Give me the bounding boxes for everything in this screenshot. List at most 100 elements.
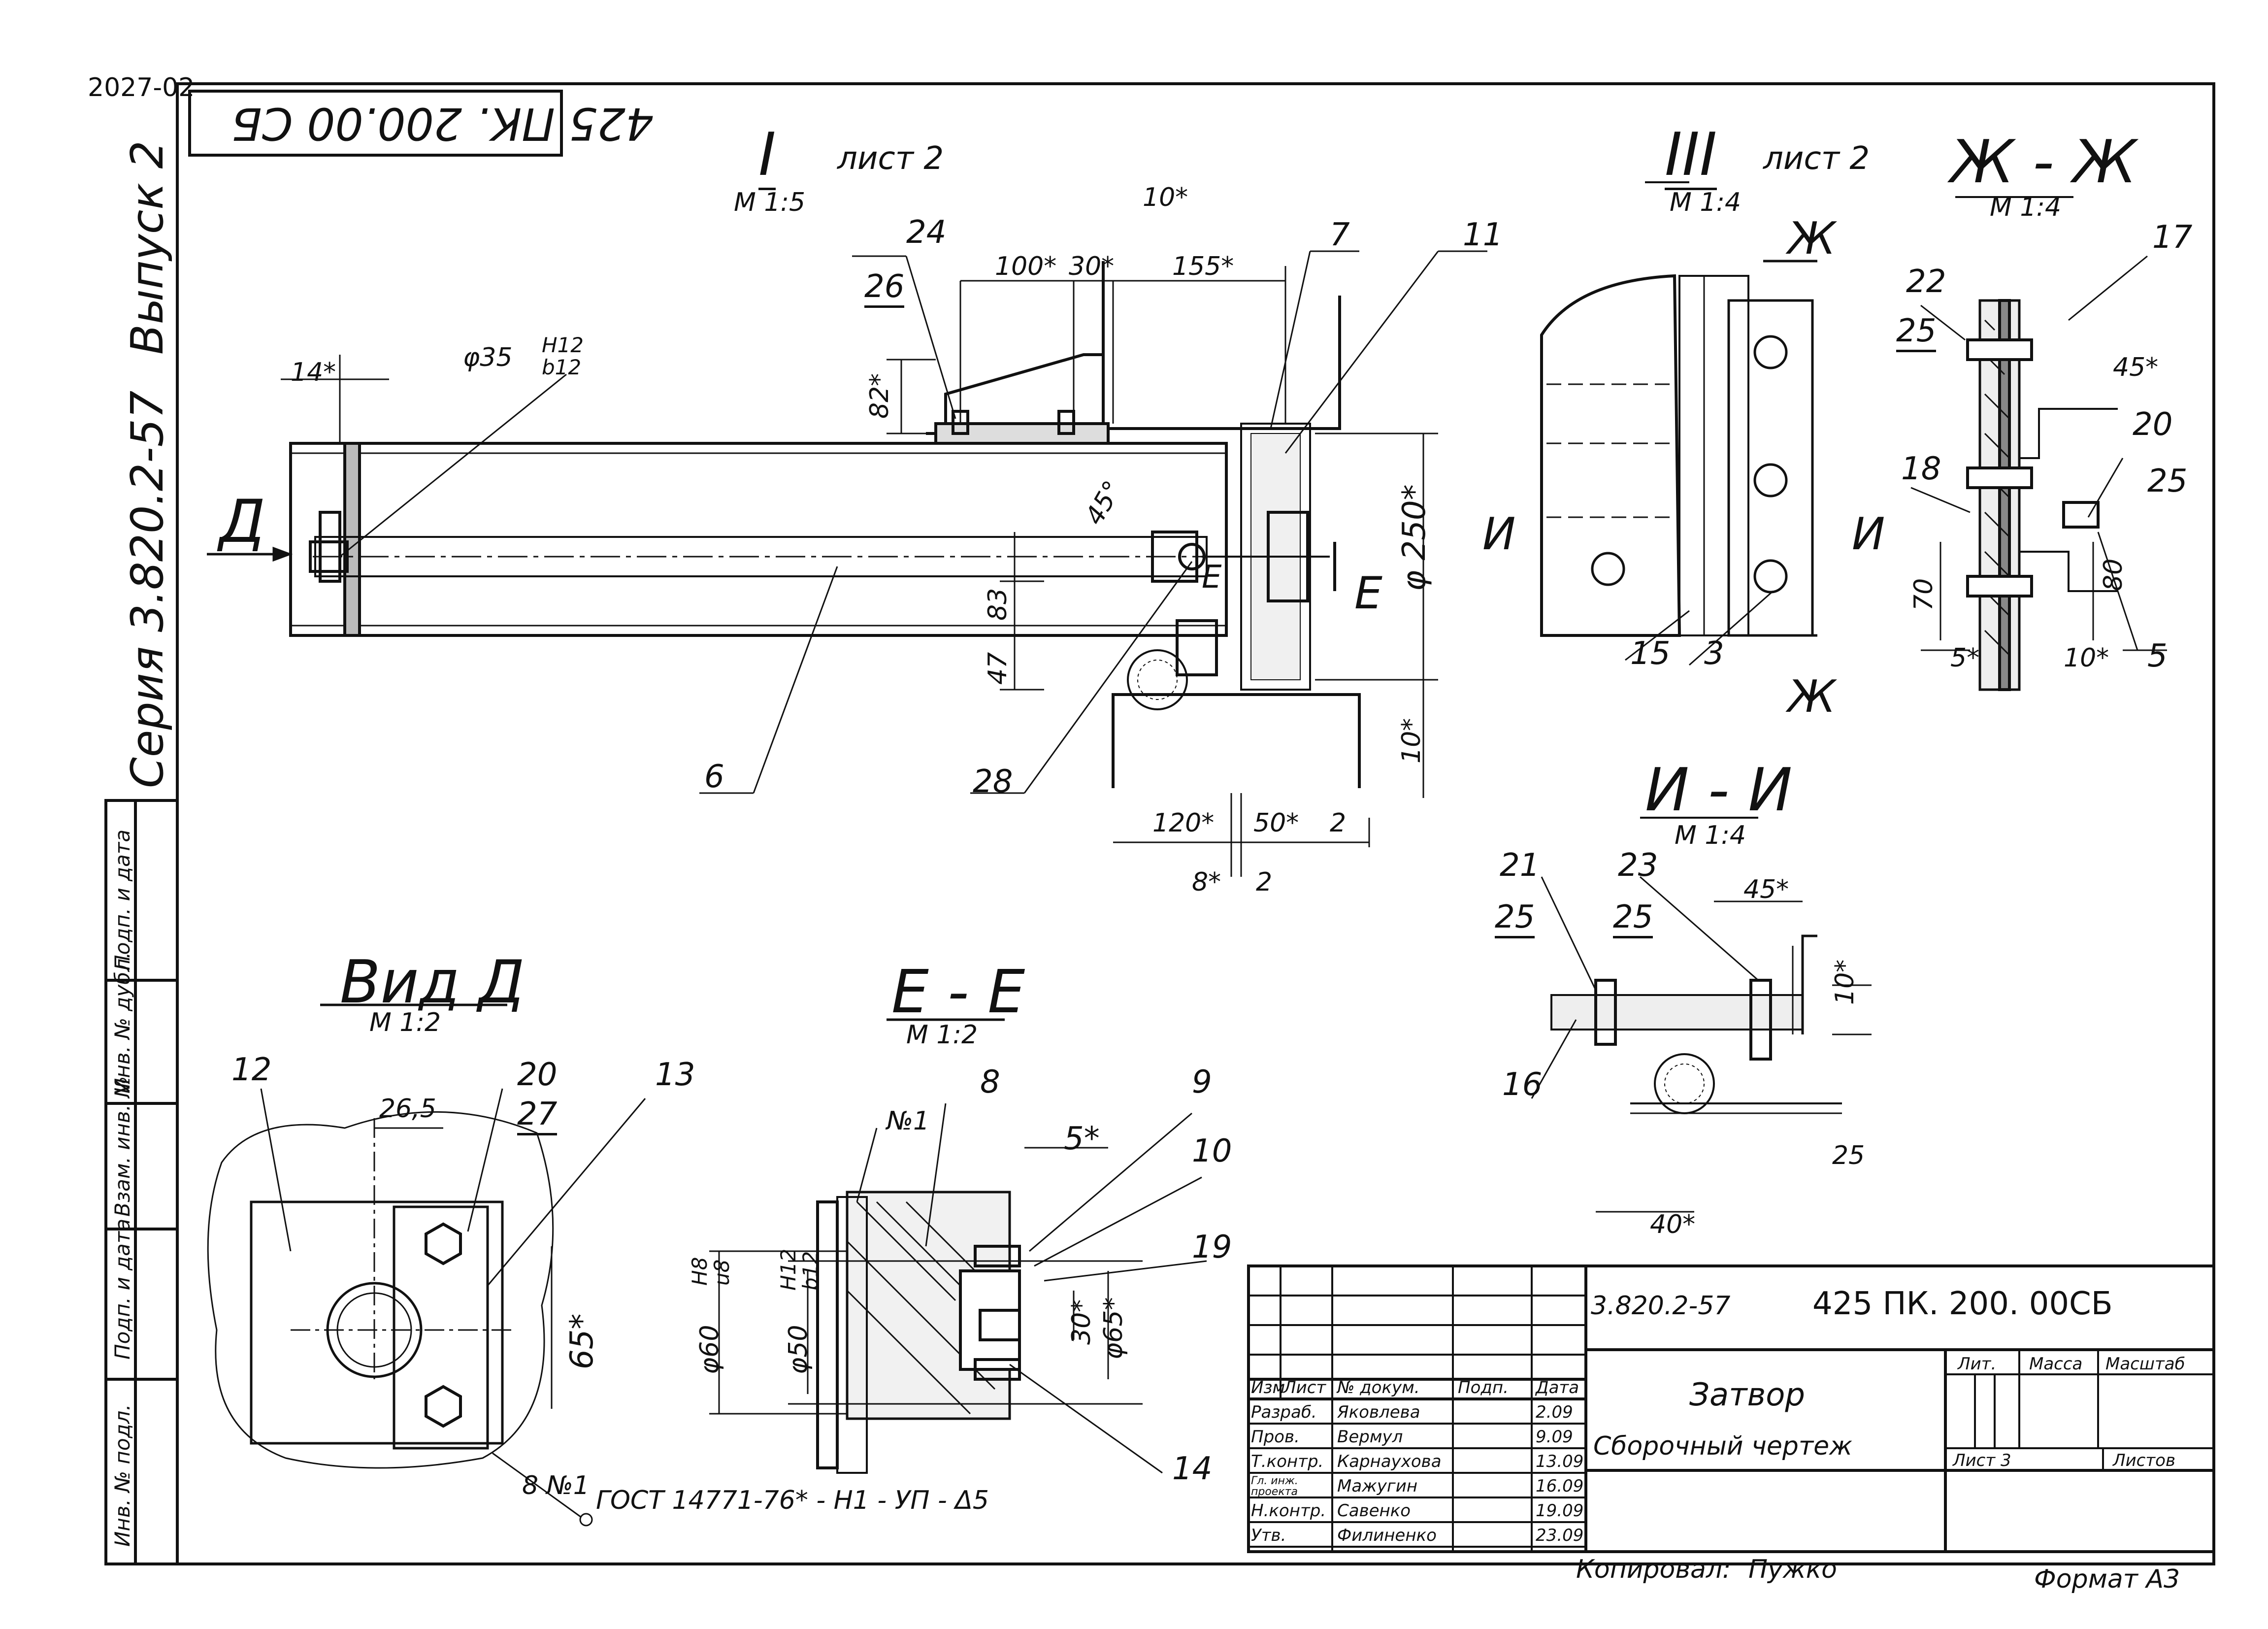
vid-callout-20: 20 <box>517 1057 558 1093</box>
ee-callout-10: 10 <box>1192 1133 1232 1169</box>
cut-mark-i-left: И <box>1482 508 1516 560</box>
tb-massa: Масса <box>2029 1354 2083 1374</box>
sheet-code: 2027-02 <box>88 73 195 102</box>
title-block-lines <box>1247 1264 2215 1553</box>
section-mark-E-right: Е <box>1354 567 1382 619</box>
ee-callout-14: 14 <box>1172 1451 1213 1487</box>
main-view-geometry <box>289 261 1361 788</box>
zh-callout-5: 5 <box>2147 638 2168 674</box>
ii-callout-25a: 25 <box>1495 901 1535 938</box>
dim-83: 83 <box>983 588 1013 621</box>
dim-100: 100* <box>995 252 1057 281</box>
tb-code-series: 3.820.2-57 <box>1591 1291 1731 1321</box>
dim-10-top: 10* <box>1143 183 1188 212</box>
view-III-ref: лист 2 <box>1763 140 1870 177</box>
ii-dim-25: 25 <box>1832 1141 1865 1170</box>
weld-gost-note: ГОСТ 14771-76* - Н1 - УП - Δ5 <box>596 1486 989 1515</box>
callout-3: 3 <box>1704 635 1724 672</box>
format-label: Формат А3 <box>2034 1564 2180 1594</box>
view-E-E-scale: М 1:2 <box>906 1020 978 1050</box>
view-ii-scale: М 1:4 <box>1675 821 1746 850</box>
dim-120: 120* <box>1152 808 1215 838</box>
tb-person: Савенко <box>1337 1501 1411 1521</box>
dim-50: 50* <box>1253 808 1299 838</box>
zh-callout-25a: 25 <box>1896 315 1937 352</box>
zh-callout-20: 20 <box>2133 406 2173 443</box>
main-view-dimensions <box>207 266 1438 877</box>
callout-11: 11 <box>1463 217 1503 253</box>
strip-label-inv-podl: Инв. № подл. <box>110 1404 134 1547</box>
ee-fit-h8: H8 <box>688 1257 712 1286</box>
inverted-stamp-box <box>188 90 563 157</box>
vid-callout-27: 27 <box>517 1098 558 1135</box>
dim-155: 155* <box>1172 252 1234 281</box>
strip-label-vzam-inv: Взам. инв. № <box>110 1076 134 1217</box>
left-strip-frame <box>104 799 179 1565</box>
view-D-geometry <box>207 1003 646 1527</box>
strip-label-podp-data-2: Подп. и дата <box>110 829 134 970</box>
tb-hdr-izm: Изм <box>1251 1378 1285 1397</box>
vid-callout-12: 12 <box>231 1052 272 1088</box>
zh-callout-22: 22 <box>1906 264 1946 300</box>
ee-dim-dia65: φ65* <box>1099 1297 1128 1360</box>
tb-scale: Масштаб <box>2105 1354 2185 1374</box>
tb-date: 19.09 <box>1536 1501 1584 1521</box>
tb-person: Вермул <box>1337 1427 1403 1447</box>
view-ii-geometry <box>1531 817 1872 1213</box>
ee-fit-h12: H12 <box>776 1248 800 1291</box>
tb-person: Мажугин <box>1337 1476 1418 1496</box>
dim-2a: 2 <box>1330 808 1347 838</box>
tb-role: Гл. инж. проекта <box>1251 1475 1298 1498</box>
callout-26: 26 <box>864 271 905 308</box>
zh-dim-80: 80 <box>2099 558 2128 591</box>
inverted-stamp: 425 ПК. 200.00 СБ <box>231 98 654 149</box>
side-issue: Выпуск 2 <box>122 140 173 355</box>
cut-mark-i-right: И <box>1852 508 1885 560</box>
strip-label-inv-dubl: Инв. № дубл. <box>110 952 134 1094</box>
view-ii-title: И - И <box>1645 756 1793 825</box>
main-view-leaders <box>339 250 1487 794</box>
ee-dim-5: 5* <box>1064 1121 1100 1157</box>
dim-14: 14* <box>291 358 336 387</box>
ii-callout-23: 23 <box>1618 847 1658 884</box>
zh-callout-18: 18 <box>1901 451 1941 487</box>
view-III-numeral: III <box>1665 121 1717 190</box>
dim-dia250: φ 250* <box>1396 484 1433 591</box>
tb-sheets: Листов <box>2113 1451 2176 1470</box>
ee-fit-b12: b12 <box>798 1251 822 1291</box>
tb-hdr-date: Дата <box>1536 1378 1579 1397</box>
view-E-E-geometry <box>709 1018 1207 1474</box>
tb-date: 16.09 <box>1536 1476 1584 1496</box>
zh-dim-10: 10* <box>2064 643 2109 673</box>
ee-callout-19: 19 <box>1192 1229 1232 1265</box>
zh-dim-70: 70 <box>1909 578 1939 611</box>
ii-callout-16: 16 <box>1502 1066 1543 1103</box>
view-zh-zh-geometry <box>1910 196 2167 691</box>
vid-dim-65: 65* <box>564 1313 600 1369</box>
ii-callout-21: 21 <box>1500 847 1540 884</box>
dim-dia35: φ35 <box>463 343 513 372</box>
tb-role: Утв. <box>1251 1526 1286 1545</box>
cut-mark-zh-top: Ж <box>1788 213 1836 265</box>
callout-7: 7 <box>1330 217 1350 253</box>
ee-dim-30: 30* <box>1067 1299 1096 1345</box>
dim-8: 8* <box>1192 867 1221 897</box>
section-mark-E-left: Е <box>1202 559 1222 596</box>
callout-6: 6 <box>704 759 724 795</box>
tb-person: Карнаухова <box>1337 1452 1442 1471</box>
tb-subname: Сборочный чертеж <box>1593 1431 1852 1461</box>
tb-person: Яковлева <box>1337 1402 1420 1422</box>
ii-dim-45: 45* <box>1743 875 1789 904</box>
ee-callout-9: 9 <box>1192 1064 1212 1100</box>
vid-dim-26-5: 26,5 <box>379 1094 436 1124</box>
ee-fit-u8: u8 <box>710 1259 734 1286</box>
tb-person: Филиненко <box>1337 1526 1437 1545</box>
tb-date: 2.09 <box>1536 1402 1573 1422</box>
tb-role: Разраб. <box>1251 1402 1317 1422</box>
copied-by-name: Пужко <box>1748 1555 1837 1584</box>
tb-name: Затвор <box>1689 1377 1806 1413</box>
fit-h12: H12 <box>542 333 584 357</box>
cut-mark-zh-bottom: Ж <box>1788 671 1836 723</box>
view-D-scale: М 1:2 <box>369 1008 441 1037</box>
